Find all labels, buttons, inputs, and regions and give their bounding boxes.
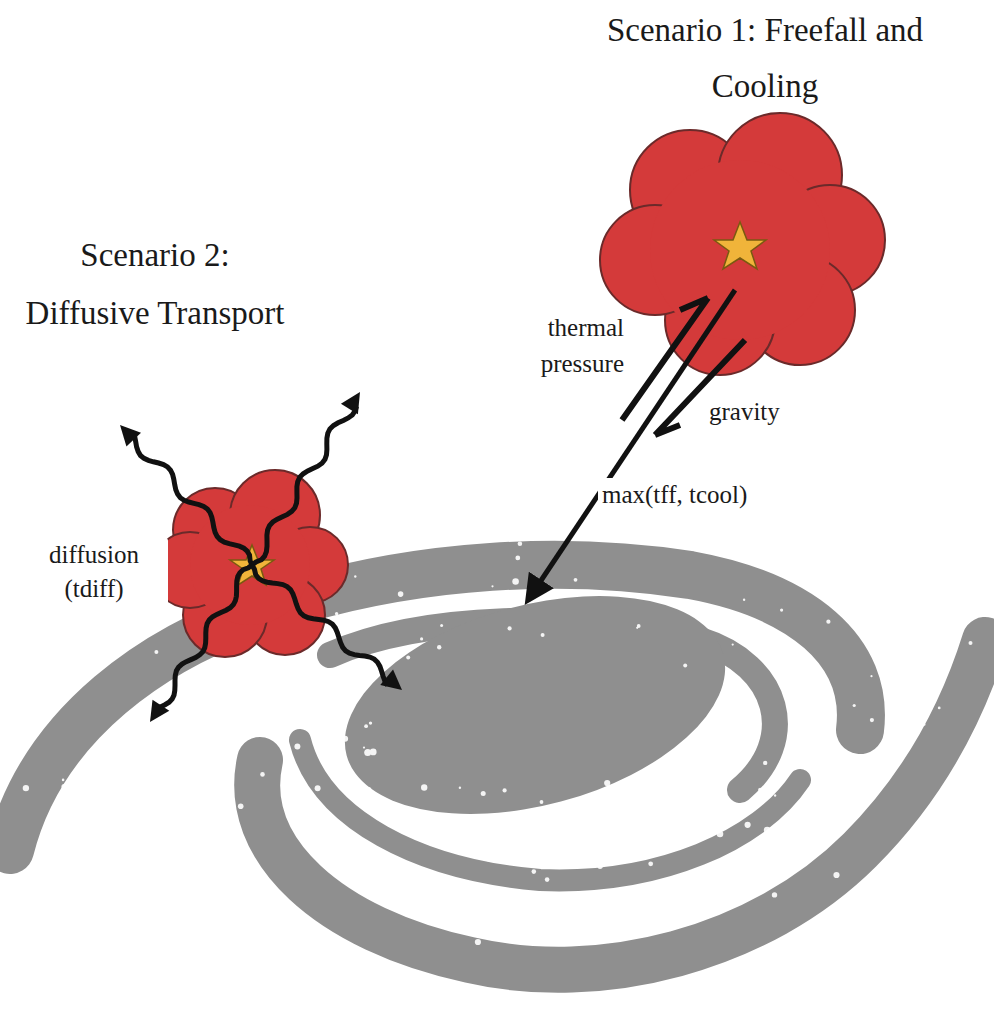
star [714,222,766,269]
timescale-label: diffusion (tdiff) [20,538,168,606]
scenario-heading: Scenario 1: Freefall and Cooling [575,2,955,114]
arm-speckle [23,463,994,945]
pressure-arrow [622,298,708,420]
gas-cloud [600,113,885,375]
scenario-heading: Scenario 2: Diffusive Transport [20,226,290,342]
galaxy-bulge [321,558,749,852]
force-label: gravity [705,395,823,429]
force-label: thermal pressure [500,310,628,382]
timescale-label: max(tff, tcool) [598,478,816,512]
